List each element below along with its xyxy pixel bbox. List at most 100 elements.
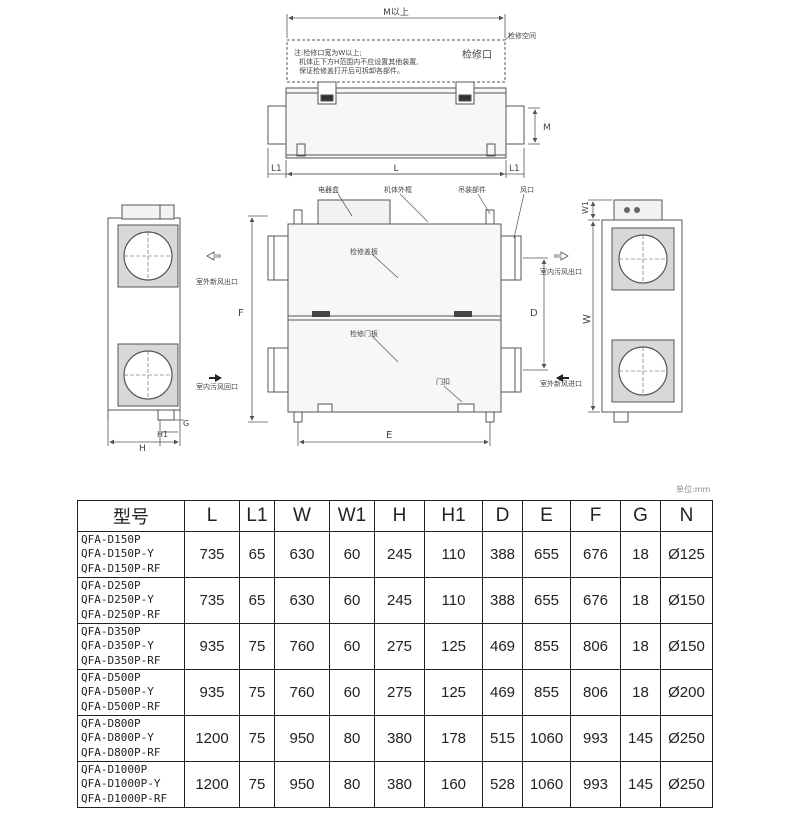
cell-w: 760 <box>274 623 330 670</box>
model-name: QFA-D800P-Y <box>81 731 154 745</box>
cell-n: Ø200 <box>660 669 713 716</box>
label-air-port: 风口 <box>520 186 534 194</box>
header-h: H <box>374 500 425 532</box>
model-name: QFA-D500P-RF <box>81 699 161 713</box>
header-w1: W1 <box>329 500 375 532</box>
model-name: QFA-D500P-Y <box>81 685 154 699</box>
cell-g: 145 <box>620 715 661 762</box>
model-name: QFA-D500P <box>81 670 141 684</box>
arrow-outdoor-fresh-out <box>206 251 221 261</box>
cell-e: 1060 <box>522 715 571 762</box>
cell-n: Ø250 <box>660 761 713 808</box>
cell-h1: 125 <box>424 623 483 670</box>
table-header-row: 型号 L L1 W W1 H H1 D E F G N <box>77 500 713 532</box>
cell-h: 380 <box>374 761 425 808</box>
cell-w1: 60 <box>329 669 375 716</box>
label-access-space: 检修空间 <box>508 31 536 40</box>
model-name: QFA-D250P-Y <box>81 593 154 607</box>
label-dim-w1: W1 <box>581 201 590 214</box>
model-name: QFA-D250P-RF <box>81 607 161 621</box>
cell-h1: 178 <box>424 715 483 762</box>
cell-f: 676 <box>570 577 621 624</box>
model-name: QFA-D350P-Y <box>81 639 154 653</box>
cell-f: 993 <box>570 715 621 762</box>
cell-n: Ø150 <box>660 623 713 670</box>
label-indoor-exhaust-back: 室内污风回口 <box>196 382 238 391</box>
cell-l: 1200 <box>184 761 240 808</box>
left-side-labels: H1 H G <box>139 419 189 454</box>
model-name: QFA-D350P-RF <box>81 653 161 667</box>
label-note-2: 机体正下方H范围内不应设置其他装置, <box>299 57 419 66</box>
label-dim-f: F <box>238 308 244 319</box>
label-top-width: M以上 <box>383 7 409 18</box>
model-name: QFA-D350P <box>81 624 141 638</box>
cell-l: 935 <box>184 623 240 670</box>
cell-w1: 60 <box>329 577 375 624</box>
model-name: QFA-D250P <box>81 578 141 592</box>
technical-drawing: M以上 注:检修口宽为W以上; 机体正下方H范围内不应设置其他装置, 保证检修盖… <box>107 7 683 454</box>
cell-w1: 80 <box>329 715 375 762</box>
model-name: QFA-D800P <box>81 716 141 730</box>
label-dim-g: G <box>183 419 189 428</box>
cell-h: 245 <box>374 531 425 578</box>
cell-f: 676 <box>570 531 621 578</box>
header-f: F <box>570 500 621 532</box>
header-n: N <box>660 500 713 532</box>
label-outdoor-fresh-out: 室外新风出口 <box>196 277 238 286</box>
cell-n: Ø125 <box>660 531 713 578</box>
label-latch: 门扣 <box>436 377 450 386</box>
model-name: QFA-D150P <box>81 532 141 546</box>
cell-n: Ø150 <box>660 577 713 624</box>
model-name: QFA-D150P-Y <box>81 547 154 561</box>
label-electric-box: 电器盒 <box>318 185 339 194</box>
label-dim-d: D <box>530 308 538 319</box>
label-access-port: 检修口 <box>462 48 492 61</box>
cell-w: 630 <box>274 531 330 578</box>
cell-d: 469 <box>482 669 523 716</box>
cell-d: 528 <box>482 761 523 808</box>
model-name: QFA-D1000P <box>81 762 148 776</box>
arrow-indoor-exhaust-back <box>209 374 222 382</box>
cell-l1: 65 <box>239 577 275 624</box>
cell-f: 806 <box>570 669 621 716</box>
cell-l: 1200 <box>184 715 240 762</box>
label-indoor-exhaust-out: 室内污风出口 <box>540 267 582 276</box>
arrow-outdoor-fresh-in <box>556 374 569 382</box>
cell-l: 735 <box>184 577 240 624</box>
label-dim-l1-left: L1 <box>271 164 282 174</box>
cell-e: 855 <box>522 623 571 670</box>
header-l1: L1 <box>239 500 275 532</box>
label-dim-l: L <box>393 164 398 174</box>
cell-w: 950 <box>274 761 330 808</box>
cell-w1: 60 <box>329 531 375 578</box>
cell-f: 993 <box>570 761 621 808</box>
header-l: L <box>184 500 240 532</box>
header-w: W <box>274 500 330 532</box>
cell-g: 145 <box>620 761 661 808</box>
label-hanger: 吊装部件 <box>458 185 486 194</box>
front-view-labels: 电器盒 机体外框 吊装部件 风口 检修盖板 检修门板 门扣 F D E <box>238 185 538 441</box>
cell-l1: 75 <box>239 715 275 762</box>
cell-h: 275 <box>374 623 425 670</box>
label-dim-h1: H1 <box>157 430 168 439</box>
cell-w: 950 <box>274 715 330 762</box>
label-dim-l1-right: L1 <box>509 164 520 174</box>
left-airflow: 室外新风出口 室内污风回口 <box>196 251 238 391</box>
label-access-cover: 检修盖板 <box>350 247 378 256</box>
cell-g: 18 <box>620 577 661 624</box>
cell-h: 380 <box>374 715 425 762</box>
cell-l1: 65 <box>239 531 275 578</box>
cell-d: 469 <box>482 623 523 670</box>
left-side-view <box>107 204 184 446</box>
cell-d: 388 <box>482 531 523 578</box>
